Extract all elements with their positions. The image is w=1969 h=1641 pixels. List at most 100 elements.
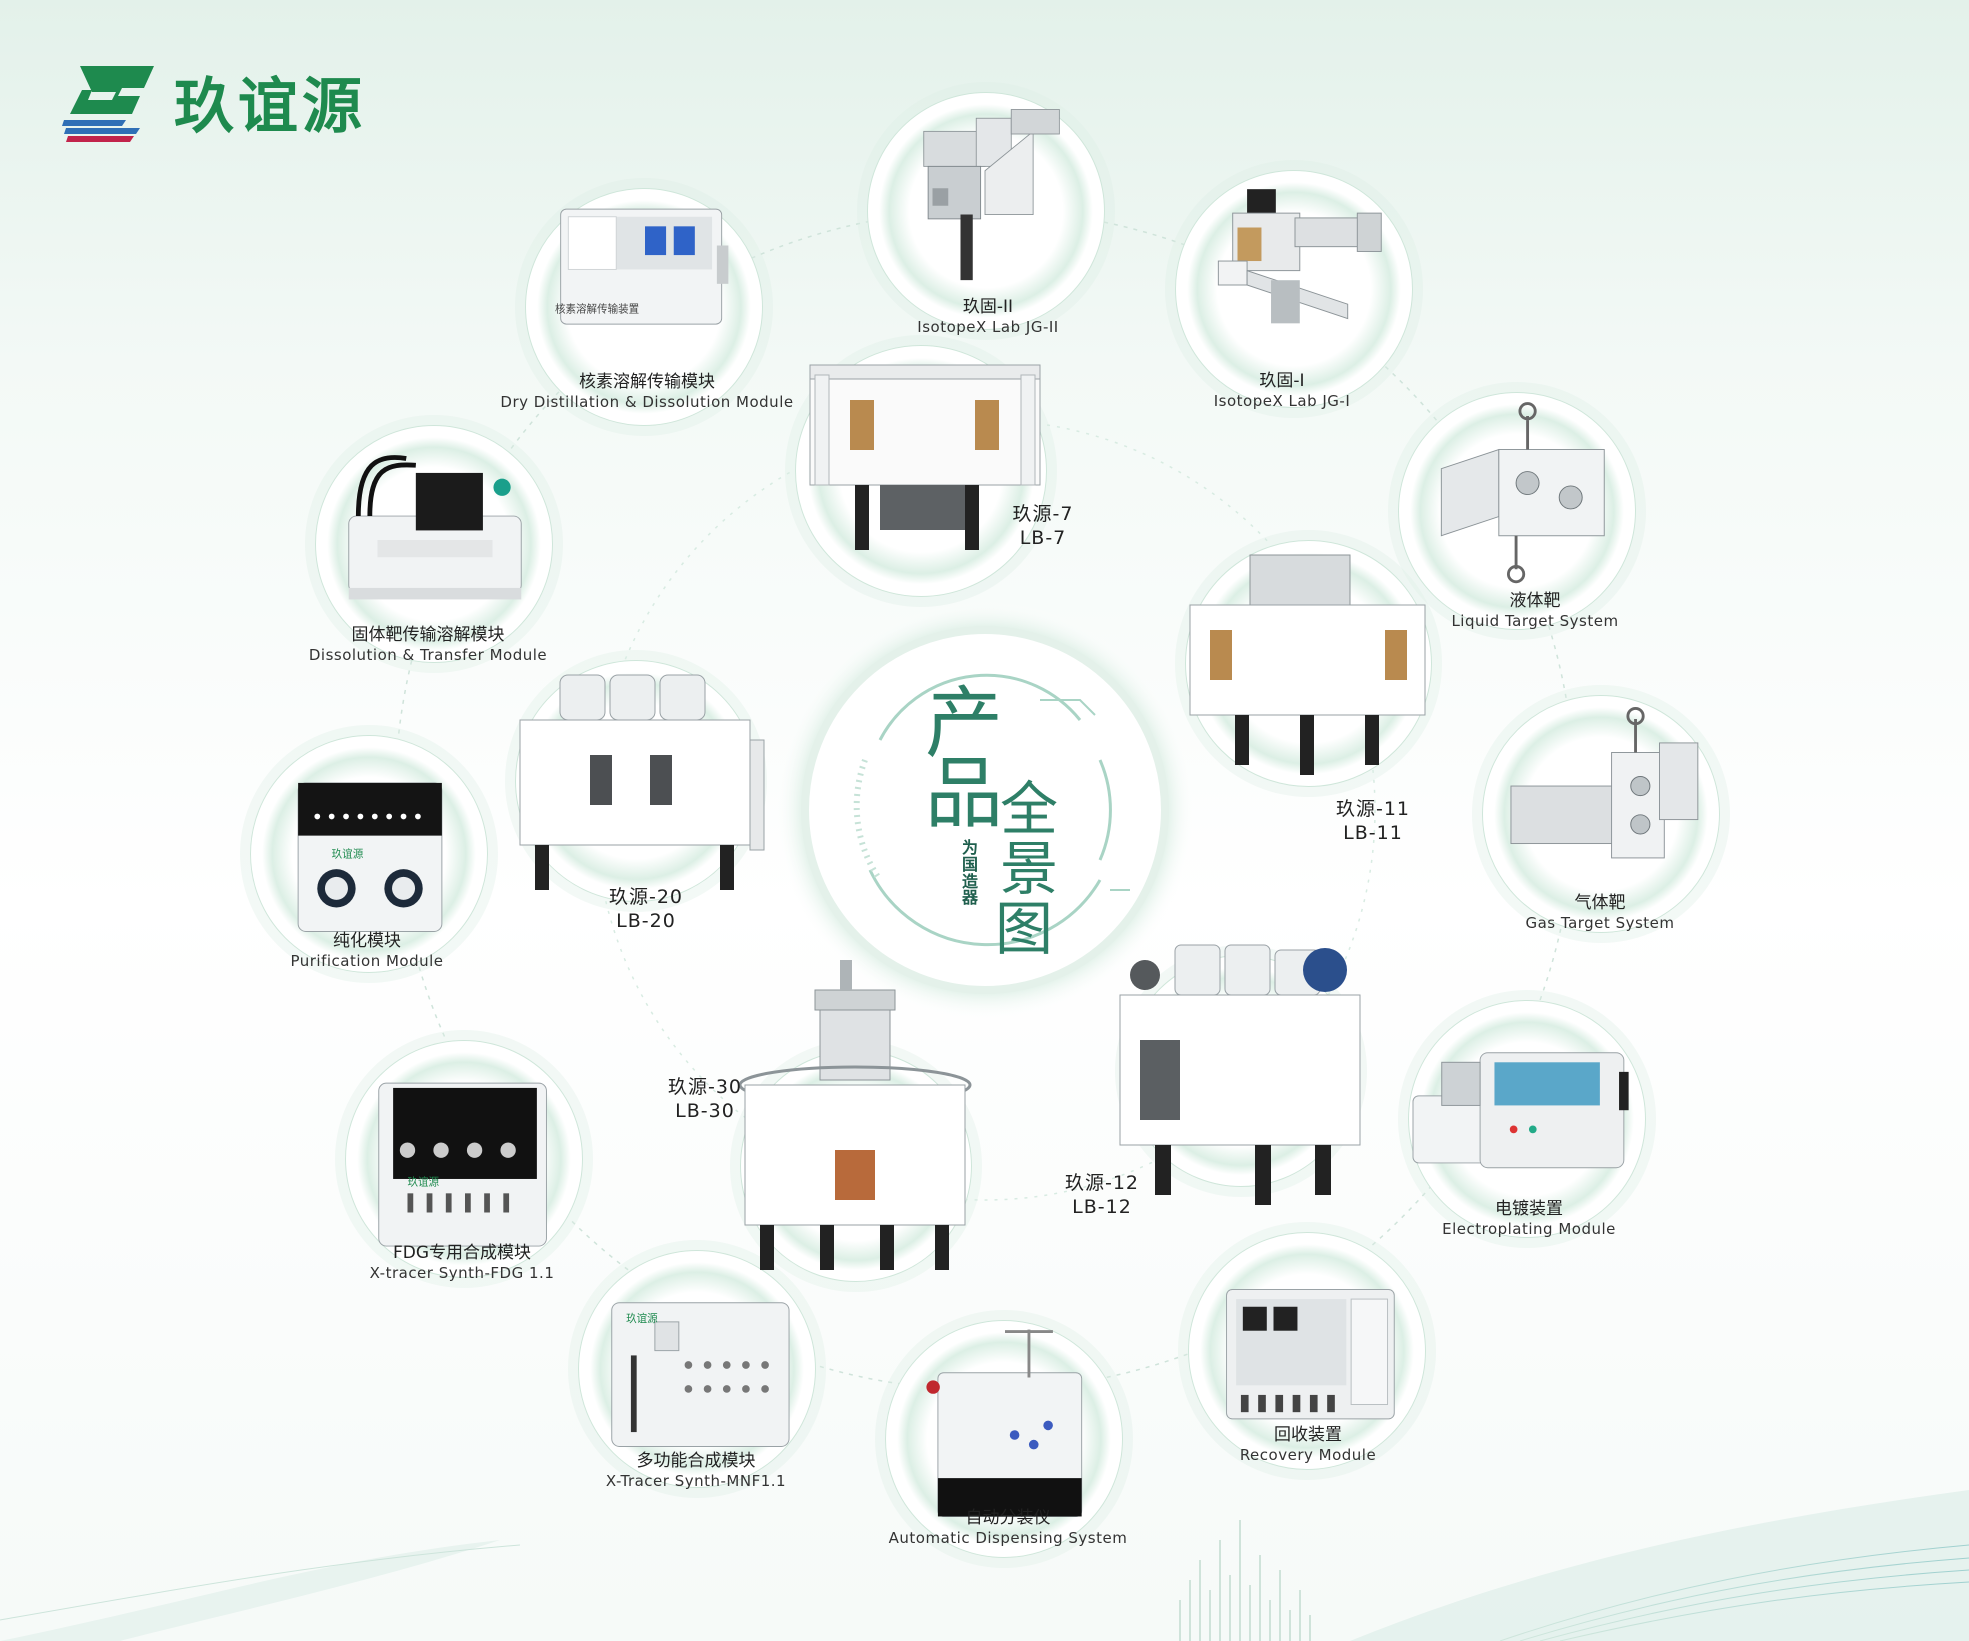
lb11-en: LB-11 (1343, 821, 1403, 844)
label-recov: 回收装置 Recovery Module (1240, 1425, 1376, 1465)
dry-distillation-machine-icon: 核素溶解传输装置 (555, 208, 729, 325)
product-dry[interactable]: 核素溶解传输装置 (525, 188, 765, 426)
title-char-4: 景 (1000, 835, 1059, 903)
lb20-en: LB-20 (616, 909, 676, 932)
cyclotron-lb30[interactable] (735, 960, 975, 1282)
label-purif: 纯化模块 Purification Module (290, 931, 443, 971)
title-char-5: 图 (995, 895, 1054, 963)
product-purif[interactable]: 玖谊源 (250, 735, 490, 973)
mnf-zh: 多功能合成模块 (636, 1451, 756, 1471)
liquid-target-machine-icon (1440, 402, 1605, 584)
recov-zh: 回收装置 (1274, 1425, 1342, 1445)
label-elec: 电镀装置 Electroplating Module (1442, 1199, 1616, 1239)
cyclotron-lb12[interactable] (1115, 935, 1365, 1210)
gas-target-machine-icon (1510, 707, 1699, 859)
jg1-en: IsotopeX Lab JG-I (1213, 392, 1351, 411)
title-char-1: 产 (925, 679, 1004, 769)
lb30-zh: 玖源-30 (667, 1076, 743, 1098)
electroplating-machine-icon (1412, 1052, 1629, 1169)
brand: 玖谊源 (62, 58, 366, 145)
lb12-en: LB-12 (1072, 1195, 1132, 1218)
gas-en: Gas Target System (1525, 914, 1675, 933)
center-title: 产 品 全 景 图 为国造器 (770, 585, 1170, 985)
purification-machine-icon: 玖谊源 (297, 782, 443, 932)
label-liquid: 液体靶 Liquid Target System (1451, 591, 1618, 631)
label-solid: 固体靶传输溶解模块 Dissolution & Transfer Module (309, 625, 547, 665)
product-liquid[interactable] (1398, 392, 1638, 630)
recovery-machine-icon (1226, 1289, 1395, 1420)
lb12-cyclotron-icon (1119, 944, 1361, 1205)
jg2-zh: 玖固-II (962, 297, 1014, 317)
product-disp[interactable] (885, 1320, 1125, 1558)
product-jg2[interactable] (865, 92, 1105, 330)
jg1-zh: 玖固-I (1259, 371, 1305, 391)
gas-zh: 气体靶 (1574, 893, 1626, 913)
brand-b-logo-icon (62, 65, 154, 142)
lb30-en: LB-30 (675, 1099, 735, 1122)
label-jg1: 玖固-I IsotopeX Lab JG-I (1214, 371, 1351, 411)
label-mnf: 多功能合成模块 X-Tracer Synth-MNF1.1 (606, 1451, 786, 1491)
solid-target-machine-icon (348, 455, 522, 600)
product-solid[interactable] (315, 425, 555, 663)
product-gas[interactable] (1482, 695, 1722, 933)
cyclotron-lb11[interactable] (1175, 540, 1440, 787)
purif-zh: 纯化模块 (333, 931, 401, 951)
product-mnf[interactable]: 玖谊源 (578, 1250, 818, 1488)
elec-en: Electroplating Module (1442, 1220, 1616, 1239)
elec-zh: 电镀装置 (1494, 1199, 1563, 1219)
title-subtitle: 为国造器 (962, 838, 979, 908)
dry-zh: 核素溶解传输模块 (579, 372, 715, 392)
product-elec[interactable] (1408, 1000, 1648, 1238)
lb20-zh: 玖源-20 (608, 886, 684, 908)
jg2-target-machine-icon (923, 109, 1060, 281)
brand-name: 玖谊源 (174, 72, 366, 142)
cyclotron-lb7[interactable] (785, 345, 1055, 597)
jg2-en: IsotopeX Lab JG-II (917, 318, 1059, 337)
disp-zh: 自动分装仪 (965, 1508, 1051, 1528)
label-lb7: 玖源-7 LB-7 (1013, 503, 1074, 551)
purif-en: Purification Module (290, 952, 444, 971)
solid-en: Dissolution & Transfer Module (308, 646, 548, 665)
label-dry: 核素溶解传输模块 Dry Distillation & Dissolution … (500, 372, 793, 412)
dry-en: Dry Distillation & Dissolution Module (500, 393, 794, 412)
label-gas: 气体靶 Gas Target System (1525, 893, 1674, 933)
title-char-3: 全 (1000, 775, 1059, 843)
label-disp: 自动分装仪 Automatic Dispensing System (889, 1508, 1128, 1548)
label-lb12: 玖源-12 LB-12 (1065, 1172, 1139, 1220)
liquid-zh: 液体靶 (1509, 591, 1561, 611)
lb12-zh: 玖源-12 (1064, 1172, 1140, 1194)
fdg-brand-text: 玖谊源 (408, 1176, 440, 1189)
product-fdg[interactable]: 玖谊源 (345, 1040, 585, 1278)
fdg-synth-machine-icon: 玖谊源 (378, 1082, 547, 1247)
dispensing-machine-icon (926, 1329, 1083, 1517)
fdg-zh: FDG专用合成模块 (392, 1243, 532, 1263)
liquid-en: Liquid Target System (1451, 612, 1619, 631)
label-lb20: 玖源-20 LB-20 (609, 886, 683, 934)
dry-plate-text: 核素溶解传输装置 (555, 303, 639, 316)
lb20-cyclotron-icon (519, 674, 765, 890)
mnf-en: X-Tracer Synth-MNF1.1 (605, 1472, 787, 1491)
inner-orbit (594, 419, 1376, 1201)
lb11-cyclotron-icon (1189, 554, 1426, 775)
lb7-en: LB-7 (1019, 526, 1067, 549)
title-char-2: 品 (925, 749, 1004, 839)
lb30-cyclotron-icon (738, 960, 972, 1270)
label-jg2: 玖固-II IsotopeX Lab JG-II (917, 297, 1058, 337)
purif-brand-text: 玖谊源 (332, 848, 364, 861)
recov-en: Recovery Module (1239, 1446, 1377, 1465)
product-jg1[interactable] (1175, 170, 1415, 408)
jg1-target-machine-icon (1217, 189, 1382, 324)
fdg-en: X-tracer Synth-FDG 1.1 (369, 1264, 555, 1283)
solid-zh: 固体靶传输溶解模块 (351, 625, 505, 645)
lb11-zh: 玖源-11 (1335, 798, 1411, 820)
mnf-synth-machine-icon: 玖谊源 (611, 1302, 790, 1447)
disp-en: Automatic Dispensing System (888, 1529, 1128, 1548)
label-lb11: 玖源-11 LB-11 (1336, 798, 1410, 846)
cyclotron-lb20[interactable] (495, 660, 775, 905)
label-lb30: 玖源-30 LB-30 (668, 1076, 742, 1124)
label-fdg: FDG专用合成模块 X-tracer Synth-FDG 1.1 (370, 1243, 555, 1283)
lb7-zh: 玖源-7 (1012, 503, 1074, 525)
product-recov[interactable] (1188, 1232, 1428, 1470)
